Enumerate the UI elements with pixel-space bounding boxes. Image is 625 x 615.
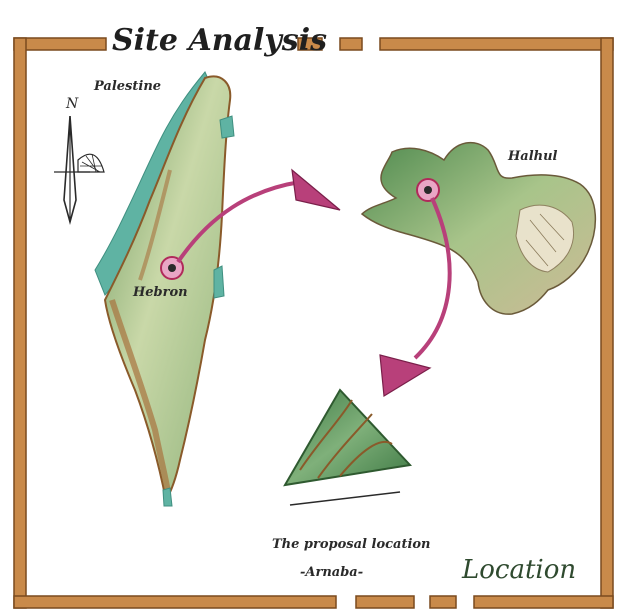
page-title: Site Analysis [112,23,327,58]
arrow-to-plot [413,197,452,360]
location-marker-icon [416,178,440,202]
frame-right [600,37,614,609]
dead-sea [213,265,225,299]
frame-bottom-right [473,595,614,609]
frame-top-right [379,37,614,51]
palestine-map: Palestine [93,71,235,507]
frame-top-small-1 [297,37,323,51]
halhul-map: Halhul [360,141,597,315]
north-arrow-icon: N [54,96,105,226]
arnaba-label: -Arnaba- [300,565,363,580]
frame-bottom-small-1 [355,595,415,609]
hebron-label: Hebron [132,285,188,300]
frame-top-left [13,37,107,51]
plot-shape [283,388,413,487]
frame-left [13,37,27,609]
palestine-label: Palestine [93,79,161,94]
arrow-head-halhul [291,168,341,211]
gulf-tip [162,487,173,507]
location-heading: Location [461,555,576,585]
border-frame [13,37,614,609]
frame-bottom-left [13,595,337,609]
proposed-location-label: The proposal location [272,537,431,552]
arrow-to-halhul [176,180,301,264]
sea-of-galilee [219,115,235,139]
halhul-label: Halhul [507,149,558,164]
frame-top-small-2 [339,37,363,51]
proposed-plot [283,388,413,506]
frame-bottom-small-2 [429,595,457,609]
palestine-land [103,75,232,503]
north-letter: N [65,96,79,112]
arrow-head-plot [379,354,432,398]
location-marker-icon [160,256,184,280]
